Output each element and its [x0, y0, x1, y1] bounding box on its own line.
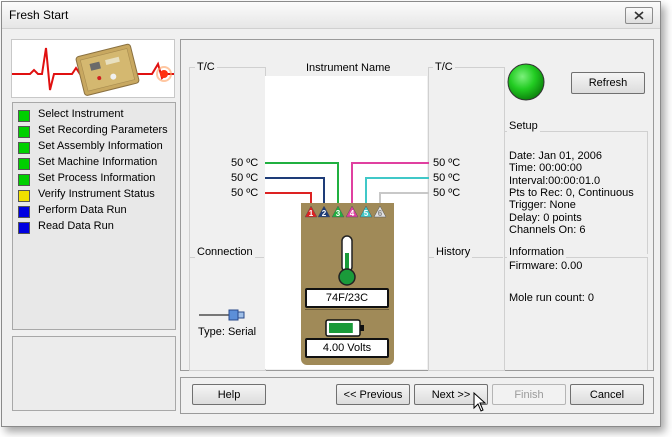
mole-run-count-text: Mole run count: 0 [509, 292, 594, 304]
refresh-button[interactable]: Refresh [571, 72, 645, 94]
tc-right-label: T/C [433, 61, 455, 73]
cancel-button[interactable]: Cancel [570, 384, 644, 405]
setup-line: Date: Jan 01, 2006 [509, 150, 602, 162]
close-icon [634, 11, 644, 20]
wizard-button-bar: Help << Previous Next >> Finish Cancel [180, 377, 654, 414]
history-label: History [434, 246, 473, 258]
setup-label: Setup [507, 120, 540, 132]
instrument-device: 74F/23C 4.00 Volts [301, 203, 394, 365]
notes-panel [12, 336, 176, 411]
step-label: Perform Data Run [38, 204, 127, 216]
setup-line: Delay: 0 points [509, 211, 582, 224]
information-label: Information [507, 246, 567, 258]
right-temperature: 50 ºC [433, 187, 461, 199]
setup-group-box [504, 131, 648, 254]
instrument-panel: T/C Connection Instrument Name T/C Histo… [180, 39, 654, 371]
step-status-indicator [18, 190, 30, 202]
instrument-name-label: Instrument Name [306, 62, 391, 74]
setup-line: Interval:00:00:01.0 [509, 174, 601, 187]
left-temperature: 50 ºC [231, 157, 259, 169]
firmware-text: Firmware: 0.00 [509, 260, 583, 272]
right-group-box [428, 67, 505, 371]
step-status-indicator [18, 110, 30, 122]
step-label: Set Machine Information [38, 156, 158, 168]
status-led-icon [507, 63, 545, 101]
step-status-indicator [18, 222, 30, 234]
connection-type-text: Type: Serial [198, 326, 257, 338]
window-title: Fresh Start [9, 8, 69, 22]
step-status-indicator [18, 158, 30, 170]
setup-line: Trigger: None [509, 199, 576, 212]
left-temperature: 50 ºC [231, 172, 259, 184]
battery-icon [325, 319, 364, 337]
serial-cable-icon [199, 309, 245, 321]
step-status-indicator [18, 206, 30, 218]
step-status-indicator [18, 174, 30, 186]
product-logo [11, 39, 175, 98]
right-temperature: 50 ºC [433, 172, 461, 184]
next-button[interactable]: Next >> [414, 384, 488, 405]
title-bar[interactable]: Fresh Start [2, 2, 660, 29]
voltage-display: 4.00 Volts [305, 338, 389, 358]
step-status-indicator [18, 126, 30, 138]
device-divider [305, 309, 389, 310]
step-label: Verify Instrument Status [38, 188, 155, 200]
step-status-indicator [18, 142, 30, 154]
step-label: Read Data Run [38, 220, 114, 232]
setup-line: Time: 00:00:00 [509, 162, 582, 175]
left-temperature: 50 ºC [231, 187, 259, 199]
step-label: Set Assembly Information [38, 140, 163, 152]
finish-button[interactable]: Finish [492, 384, 566, 405]
previous-button[interactable]: << Previous [336, 384, 410, 405]
mouse-cursor-icon [473, 392, 487, 412]
step-label: Select Instrument [38, 108, 124, 120]
setup-line: Channels On: 6 [509, 223, 586, 236]
temperature-display: 74F/23C [305, 288, 389, 308]
connection-label: Connection [195, 246, 255, 258]
tc-left-label: T/C [195, 61, 217, 73]
right-temperature: 50 ºC [433, 157, 461, 169]
information-group-box [504, 257, 648, 370]
close-button[interactable] [625, 7, 653, 24]
step-label: Set Recording Parameters [38, 124, 168, 136]
help-button[interactable]: Help [192, 384, 266, 405]
step-label: Set Process Information [38, 172, 156, 184]
setup-line: Pts to Rec: 0, Continuous [509, 186, 634, 199]
thermometer-icon [338, 235, 356, 286]
